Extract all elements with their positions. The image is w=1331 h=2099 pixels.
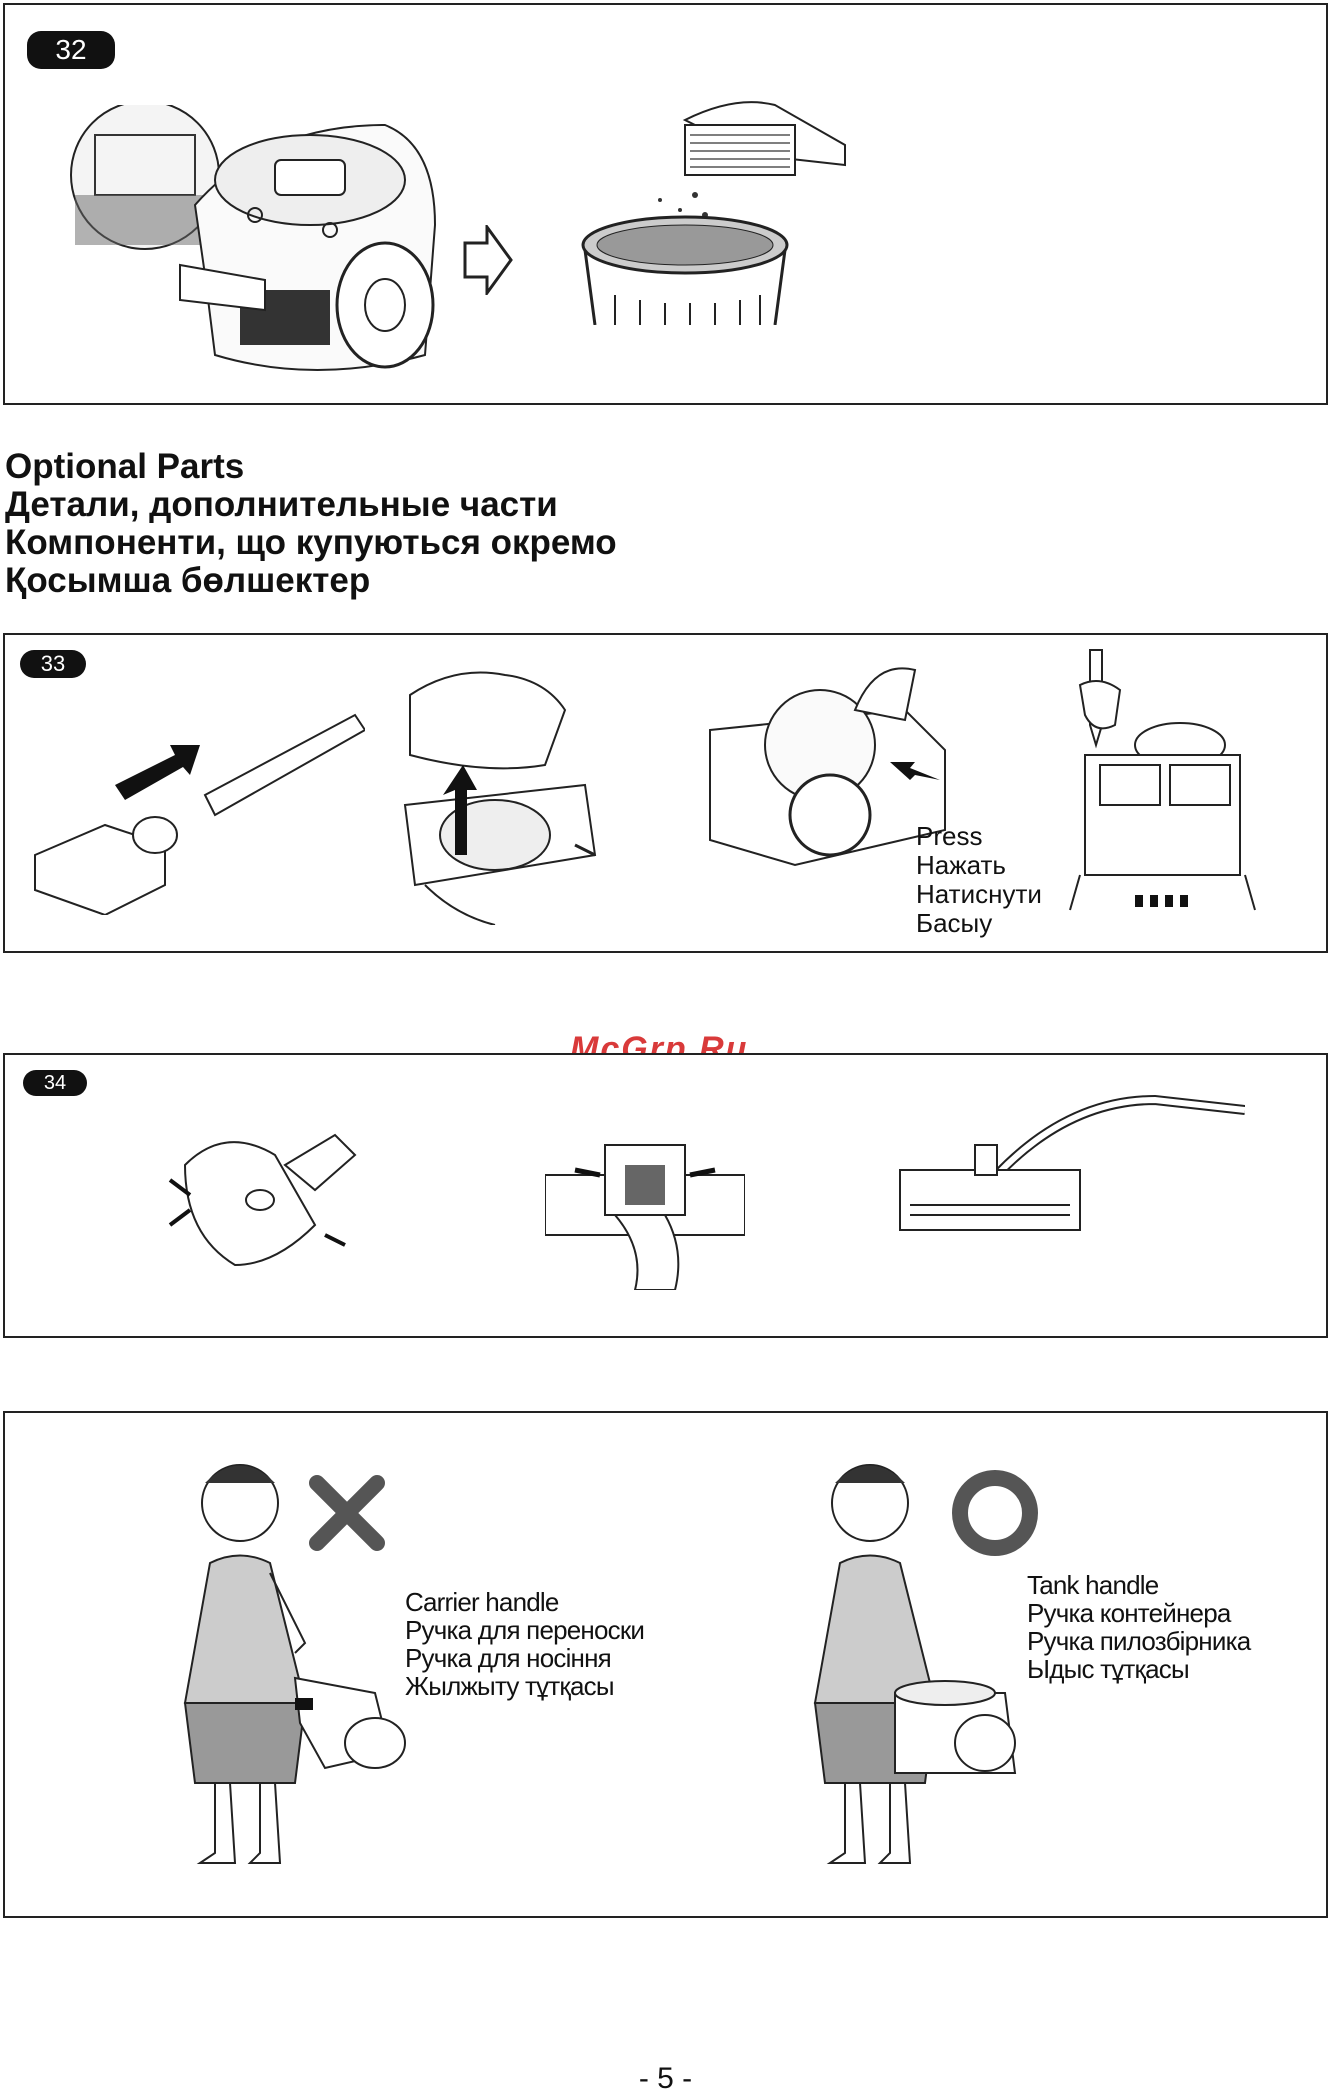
tank-handle-labels: Tank handle Ручка контейнера Ручка пилоз… xyxy=(1027,1571,1250,1683)
right-arrow-icon xyxy=(463,225,513,295)
tank-handle-uk: Ручка пилозбірника xyxy=(1027,1627,1250,1655)
title-ru: Детали, дополнительные части xyxy=(5,486,617,524)
screwdriver-bottom-plate-illustration xyxy=(1060,645,1260,915)
title-uk: Компоненти, що купуються окремо xyxy=(5,524,617,562)
turbo-brush-cleaning-illustration xyxy=(165,1115,365,1275)
page-number: - 5 - xyxy=(0,2062,1331,2096)
tank-handle-kk: Ыдыс тұтқасы xyxy=(1027,1655,1250,1683)
step-32-panel: 32 xyxy=(3,3,1328,405)
empty-filter-into-bin-illustration xyxy=(575,95,855,325)
circle-icon xyxy=(950,1468,1040,1558)
turbo-brush-attach-pipe-illustration xyxy=(25,675,365,915)
optional-parts-heading: Optional Parts Детали, дополнительные ча… xyxy=(5,448,617,600)
press-label-group: Press Нажать Натиснути Басыу xyxy=(916,822,1042,938)
vacuum-filter-removal-illustration xyxy=(65,105,465,395)
handles-panel: Carrier handle Ручка для переноски Ручка… xyxy=(3,1411,1328,1918)
press-label-en: Press xyxy=(916,822,1042,851)
press-label-uk: Натиснути xyxy=(916,880,1042,909)
step-badge-33: 33 xyxy=(20,650,86,678)
turbo-brush-open-cover-illustration xyxy=(395,655,625,925)
carrier-handle-kk: Жылжыту тұтқасы xyxy=(405,1672,644,1700)
press-label-ru: Нажать xyxy=(916,851,1042,880)
press-label-kk: Басыу xyxy=(916,909,1042,938)
brush-plate-squeeze-illustration xyxy=(545,1120,745,1290)
tank-handle-ru: Ручка контейнера xyxy=(1027,1599,1250,1627)
cross-icon xyxy=(307,1473,387,1553)
woman-carrier-handle-figure xyxy=(175,1453,435,1883)
step-badge-32: 32 xyxy=(27,31,115,69)
step-badge-34: 34 xyxy=(23,1070,87,1096)
carrier-handle-ru: Ручка для переноски xyxy=(405,1616,644,1644)
step-33-panel: 33 Press Нажать Натис xyxy=(3,633,1328,953)
carrier-handle-uk: Ручка для носіння xyxy=(405,1644,644,1672)
carrier-handle-en: Carrier handle xyxy=(405,1588,644,1616)
hose-attached-brush-illustration xyxy=(895,1090,1245,1240)
tank-handle-en: Tank handle xyxy=(1027,1571,1250,1599)
title-en: Optional Parts xyxy=(5,448,617,486)
carrier-handle-labels: Carrier handle Ручка для переноски Ручка… xyxy=(405,1588,644,1700)
title-kk: Қосымша бөлшектер xyxy=(5,562,617,600)
step-34-panel: 34 xyxy=(3,1053,1328,1338)
